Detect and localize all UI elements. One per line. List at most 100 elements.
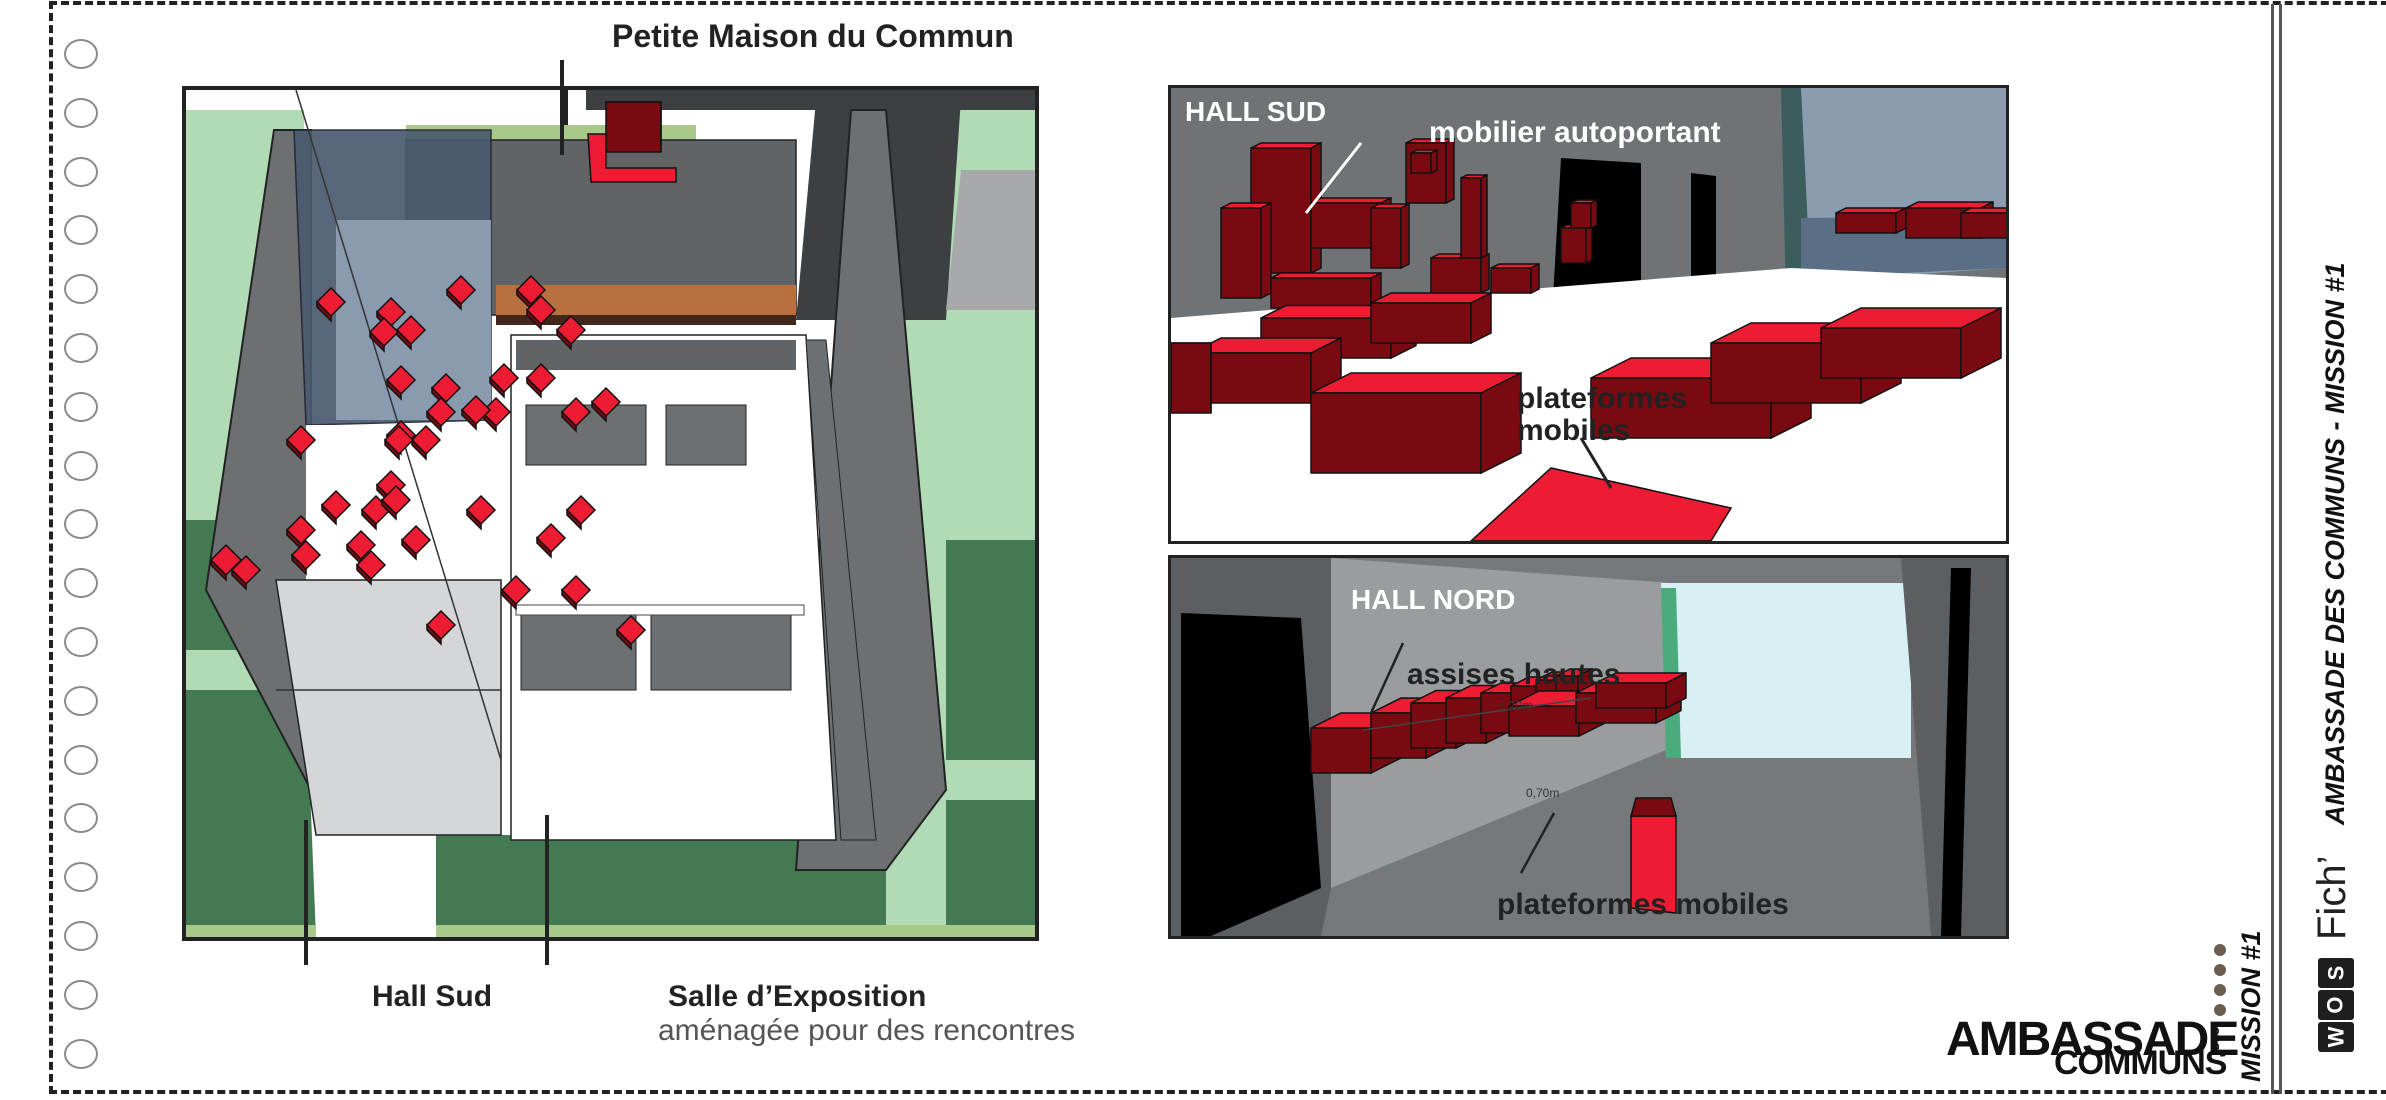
plateforme-mobile — [1370, 302, 1472, 344]
binder-hole — [64, 1038, 98, 1069]
plateforme-mobile — [1835, 212, 1897, 234]
plan-cube — [426, 623, 442, 646]
mobilier-autoportant — [1270, 277, 1372, 309]
plan-cube — [466, 508, 482, 531]
plan-cube — [591, 400, 607, 423]
mobilier-autoportant — [1370, 207, 1402, 269]
plan-cube — [386, 378, 402, 401]
binder-hole — [64, 450, 98, 481]
plan-cube — [356, 563, 372, 586]
callout-line-salle — [545, 815, 549, 965]
mobilier-autoportant — [1430, 257, 1482, 294]
binder-hole — [64, 274, 98, 305]
binder-hole — [64, 509, 98, 540]
hall-nord-title: HALL NORD — [1351, 584, 1516, 615]
plan-cube — [231, 568, 247, 591]
hall-nord-view: HALL NORD assises hautes 7,20m 0,70m pla… — [1168, 555, 2009, 939]
binder-hole — [64, 627, 98, 657]
callout-line — [1304, 142, 1363, 214]
label-hall-sud: Hall Sud — [372, 980, 493, 1013]
binder-hole — [64, 568, 98, 599]
binder-hole — [64, 39, 98, 69]
green-block — [186, 690, 316, 937]
plan-cube — [536, 536, 552, 559]
plan-cube — [316, 300, 332, 323]
plateforme-mobile — [1585, 223, 1593, 265]
plan-cube — [411, 438, 427, 461]
dimension-height: 0,70m — [1526, 786, 1560, 800]
label-salle-sub: aménagée pour des rencontres — [658, 1014, 1075, 1047]
plateforme-mobile — [1590, 198, 1598, 230]
plan-cube — [561, 410, 577, 433]
green-block — [946, 800, 1035, 925]
plan-cube — [501, 588, 517, 611]
callout-line — [1369, 642, 1405, 714]
plan-cube — [291, 553, 307, 576]
assise-haute — [1445, 697, 1487, 744]
isometric-plan — [182, 86, 1039, 941]
mobilier-autoportant — [1480, 252, 1490, 295]
badge-letter: S — [2318, 958, 2354, 988]
binder-hole — [64, 97, 98, 128]
plan-cube — [616, 628, 632, 651]
plateforme-mobile — [1310, 392, 1482, 474]
plateforme-mobile — [1960, 212, 2006, 239]
plateforme-mobile — [1570, 202, 1592, 229]
mobilier-autoportant — [1530, 262, 1540, 295]
plan-drawing — [186, 90, 1035, 937]
sheet-dashed-border — [49, 1, 2386, 1094]
binder-hole — [64, 803, 98, 834]
plan-cube — [321, 503, 337, 526]
binder-hole — [64, 333, 98, 363]
plan-cube — [381, 498, 397, 521]
badge-letter: O — [2318, 990, 2354, 1020]
callout-assises-hautes: assises hautes — [1407, 658, 1621, 691]
hall-sud-title: HALL SUD — [1185, 96, 1327, 127]
mobilier-autoportant — [1410, 152, 1432, 174]
mobilier-autoportant — [1430, 148, 1438, 175]
badge-letter: W — [2318, 1022, 2354, 1052]
plan-cube — [396, 328, 412, 351]
callout-line — [1519, 812, 1556, 874]
logo-des: DES — [2210, 1027, 2222, 1050]
label-salle-exposition: Salle d’Exposition — [668, 980, 927, 1013]
callout-line-2: mobiles — [1517, 414, 1631, 447]
side-strip-title: AMBASSADE DES COMMUNS - MISSION #1 — [2320, 262, 2350, 825]
dimension-length: 7,20m — [1497, 698, 1534, 713]
petite-maison — [587, 133, 677, 183]
mobilier-autoportant — [1490, 267, 1532, 294]
binder-hole — [64, 685, 98, 716]
plateforme-mobile — [1171, 342, 1212, 414]
callout-line-hall-sud — [304, 820, 308, 965]
plan-cube — [426, 410, 442, 433]
plan-cube — [526, 376, 542, 399]
plateforme-mobile — [1480, 371, 1522, 475]
plateforme-mobile — [1665, 671, 1687, 710]
plan-cube — [401, 538, 417, 561]
logo-ambassade: AMBASSADE — [1946, 1013, 2239, 1066]
plan-cube — [446, 288, 462, 311]
plateforme-mobile — [1560, 227, 1587, 264]
wood-bench — [496, 285, 796, 315]
petite-maison — [605, 101, 662, 153]
footer-mission: MISSION #1 — [2236, 930, 2266, 1082]
plan-cube — [461, 408, 477, 431]
assise-haute — [1310, 727, 1372, 774]
plan-cube — [489, 376, 505, 399]
plan-cube — [561, 588, 577, 611]
strip-divider-line — [2279, 4, 2282, 1094]
hall-sud-floor — [275, 579, 502, 836]
callout-line-1: plateformes — [1517, 382, 1688, 415]
mobilier-autoportant — [1480, 173, 1488, 260]
hall-sud-view: HALL SUD mobilier autoportant plateforme… — [1168, 85, 2009, 544]
binder-hole — [64, 862, 98, 893]
plan-cube — [384, 438, 400, 461]
callout-line-petite-maison — [560, 60, 564, 155]
mobilier-autoportant — [1400, 202, 1410, 270]
logo-dots — [2214, 944, 2226, 1016]
plan-cube — [526, 308, 542, 331]
logo-communs: COMMUNS — [2054, 1044, 2227, 1082]
hall-sud-drawing — [1171, 88, 2006, 541]
binder-hole — [64, 156, 98, 187]
plan-cube — [210, 558, 227, 582]
